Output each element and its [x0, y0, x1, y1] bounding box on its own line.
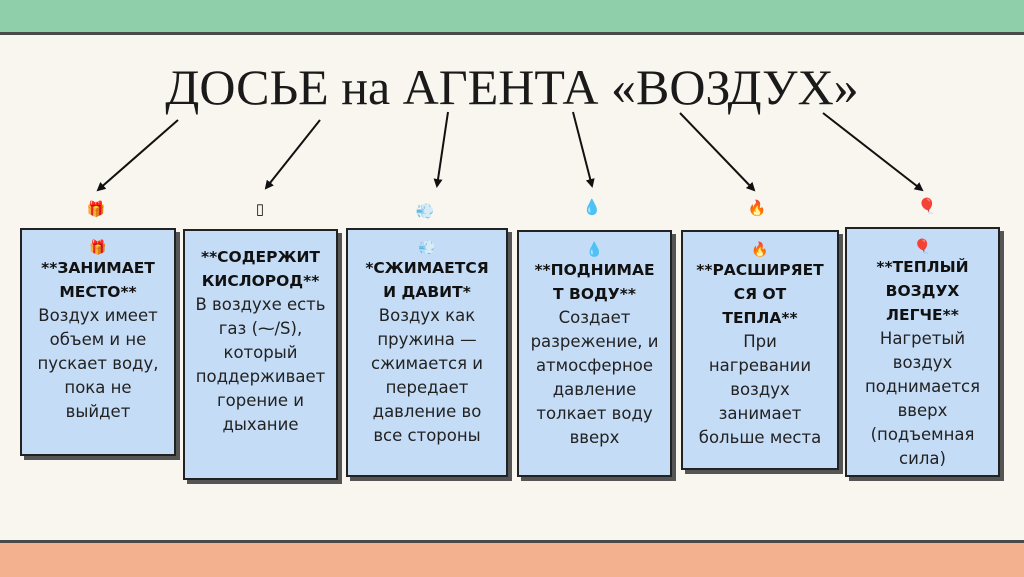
arrow-3 — [433, 111, 449, 188]
placeholder-box-icon: ▯ — [255, 201, 265, 218]
card-heading: **ПОДНИМАЕ Т ВОДУ** — [534, 261, 655, 303]
card-heading: **ЗАНИМАЕТ МЕСТО** — [41, 259, 155, 301]
arrow-1 — [96, 119, 179, 192]
gift-icon: 🎁 — [89, 240, 107, 256]
flame-icon: 🔥 — [747, 200, 767, 217]
bottom-color-band — [0, 540, 1024, 577]
gift-icon: 🎁 — [86, 201, 106, 218]
card-body: При нагревании воздух занимает больше ме… — [698, 332, 822, 447]
card-expands-heat: 🔥 **РАСШИРЯЕТ СЯ ОТ ТЕПЛА** При нагреван… — [681, 230, 839, 470]
droplet-icon: 💧 — [585, 242, 604, 258]
card-heading: **РАСШИРЯЕТ СЯ ОТ ТЕПЛА** — [696, 261, 824, 327]
card-warm-air-lighter: 🎈 **ТЕПЛЫЙ ВОЗДУХ ЛЕГЧЕ** Нагретый возду… — [845, 227, 1000, 477]
card-body: Нагретый воздух поднимается вверх (подъе… — [864, 329, 981, 468]
arrow-5 — [679, 112, 756, 192]
card-body: Воздух как пружина — сжимается и передае… — [371, 306, 483, 445]
arrow-6 — [822, 112, 924, 192]
flame-icon: 🔥 — [751, 242, 769, 258]
card-heading: **ТЕПЛЫЙ ВОЗДУХ ЛЕГЧЕ** — [876, 258, 969, 324]
top-color-band — [0, 0, 1024, 35]
wind-icon: 💨 — [418, 240, 436, 256]
card-occupies-space: 🎁 **ЗАНИМАЕТ МЕСТО** Воздух имеет объем … — [20, 228, 176, 456]
card-heading: **СОДЕРЖИТ КИСЛОРОД** — [200, 248, 321, 290]
arrow-2 — [264, 119, 321, 190]
card-body: Воздух имеет объем и не пускает воду, по… — [37, 306, 159, 421]
droplet-icon: 💧 — [582, 199, 602, 216]
page-title: ДОСЬЕ на АГЕНТА «ВОЗДУХ» — [165, 59, 859, 115]
balloon-icon: 🎈 — [913, 239, 932, 255]
card-lifts-water: 💧 **ПОДНИМАЕ Т ВОДУ** Создает разрежение… — [517, 230, 672, 477]
balloon-icon: 🎈 — [917, 198, 937, 215]
card-heading: *СЖИМАЕТСЯ И ДАВИТ* — [365, 259, 489, 301]
card-body: В воздухе есть газ (⁓/S), который поддер… — [195, 295, 326, 434]
card-compresses-pushes: 💨 *СЖИМАЕТСЯ И ДАВИТ* Воздух как пружина… — [346, 228, 508, 477]
arrow-4 — [572, 111, 595, 188]
card-contains-oxygen: **СОДЕРЖИТ КИСЛОРОД** В воздухе есть газ… — [183, 229, 338, 480]
wind-icon: 💨 — [415, 203, 435, 220]
card-body: Создает разрежение, и атмосферное давлен… — [530, 308, 659, 447]
